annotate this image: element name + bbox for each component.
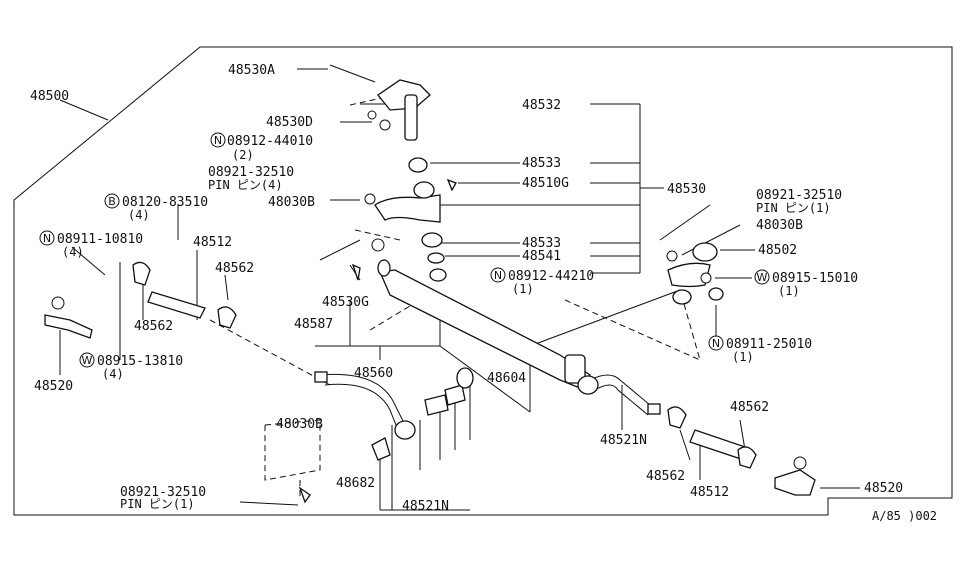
label-qty-4-a: (4): [128, 208, 150, 222]
label-08911-10810: 08911-10810: [57, 232, 143, 247]
label-48604: 48604: [487, 371, 526, 386]
label-48521N-a: 48521N: [600, 433, 647, 448]
label-08915-15010: 08915-15010: [772, 271, 858, 286]
label-48532: 48532: [522, 98, 561, 113]
marker-n-4: N: [712, 337, 720, 350]
label-48512-a: 48512: [193, 235, 232, 250]
label-48530D: 48530D: [266, 115, 313, 130]
label-48030B-a: 48030B: [268, 195, 315, 210]
label-48520-b: 48520: [864, 481, 903, 496]
leader-lines: [59, 68, 860, 511]
marker-b-1: B: [108, 195, 116, 208]
label-48521N-b: 48521N: [402, 499, 449, 514]
label-pin-1-a: PIN ピン(1): [756, 201, 831, 215]
label-48562-b: 48562: [134, 319, 173, 334]
label-48587: 48587: [294, 317, 333, 332]
label-48500: 48500: [30, 89, 69, 104]
label-48533-b: 48533: [522, 236, 561, 251]
label-qty-4-b: (4): [62, 245, 84, 259]
label-08911-25010: 08911-25010: [726, 337, 812, 352]
label-48530: 48530: [667, 182, 706, 197]
label-08921-32510-b: 08921-32510: [756, 188, 842, 203]
label-48030B-b: 48030B: [756, 218, 803, 233]
label-48512-b: 48512: [690, 485, 729, 500]
label-08912-44210: 08912-44210: [508, 269, 594, 284]
circle-markers: N B N N W N W: [39, 132, 770, 368]
marker-n-2: N: [43, 232, 51, 245]
label-pin-4: PIN ピン(4): [208, 178, 283, 192]
label-48510G: 48510G: [522, 176, 569, 191]
label-qty-2: (2): [232, 148, 254, 162]
label-48520-a: 48520: [34, 379, 73, 394]
marker-w-2: W: [82, 354, 93, 367]
assembly-boundary: [13, 46, 953, 516]
label-qty-4-c: (4): [102, 367, 124, 381]
label-qty-1-b: (1): [778, 284, 800, 298]
label-48541: 48541: [522, 249, 561, 264]
label-48562-d: 48562: [730, 400, 769, 415]
label-48562-a: 48562: [215, 261, 254, 276]
label-08921-32510-a: 08921-32510: [208, 165, 294, 180]
part-labels: 48500 48530A 48532 48530D 08912-44010 (2…: [30, 63, 937, 523]
part-drawings: [44, 64, 816, 504]
label-48530G: 48530G: [322, 295, 369, 310]
label-48533-top: 48533: [522, 156, 561, 171]
label-qty-1-c: (1): [732, 350, 754, 364]
marker-n-1: N: [214, 134, 222, 147]
label-08912-44010: 08912-44010: [227, 134, 313, 149]
diagram-code: A/85 )002: [872, 509, 937, 523]
label-08120-83510: 08120-83510: [122, 195, 208, 210]
label-08921-32510-c: 08921-32510: [120, 485, 206, 500]
label-48562-c: 48562: [646, 469, 685, 484]
label-48502: 48502: [758, 243, 797, 258]
label-48682: 48682: [336, 476, 375, 491]
label-48530A: 48530A: [228, 63, 275, 78]
label-48560: 48560: [354, 366, 393, 381]
label-08915-13810: 08915-13810: [97, 354, 183, 369]
label-pin-1-b: PIN ピン(1): [120, 497, 195, 511]
marker-w-1: W: [757, 271, 768, 284]
marker-n-3: N: [494, 269, 502, 282]
label-48030B-c: 48030B: [276, 417, 323, 432]
label-qty-1-a: (1): [512, 282, 534, 296]
